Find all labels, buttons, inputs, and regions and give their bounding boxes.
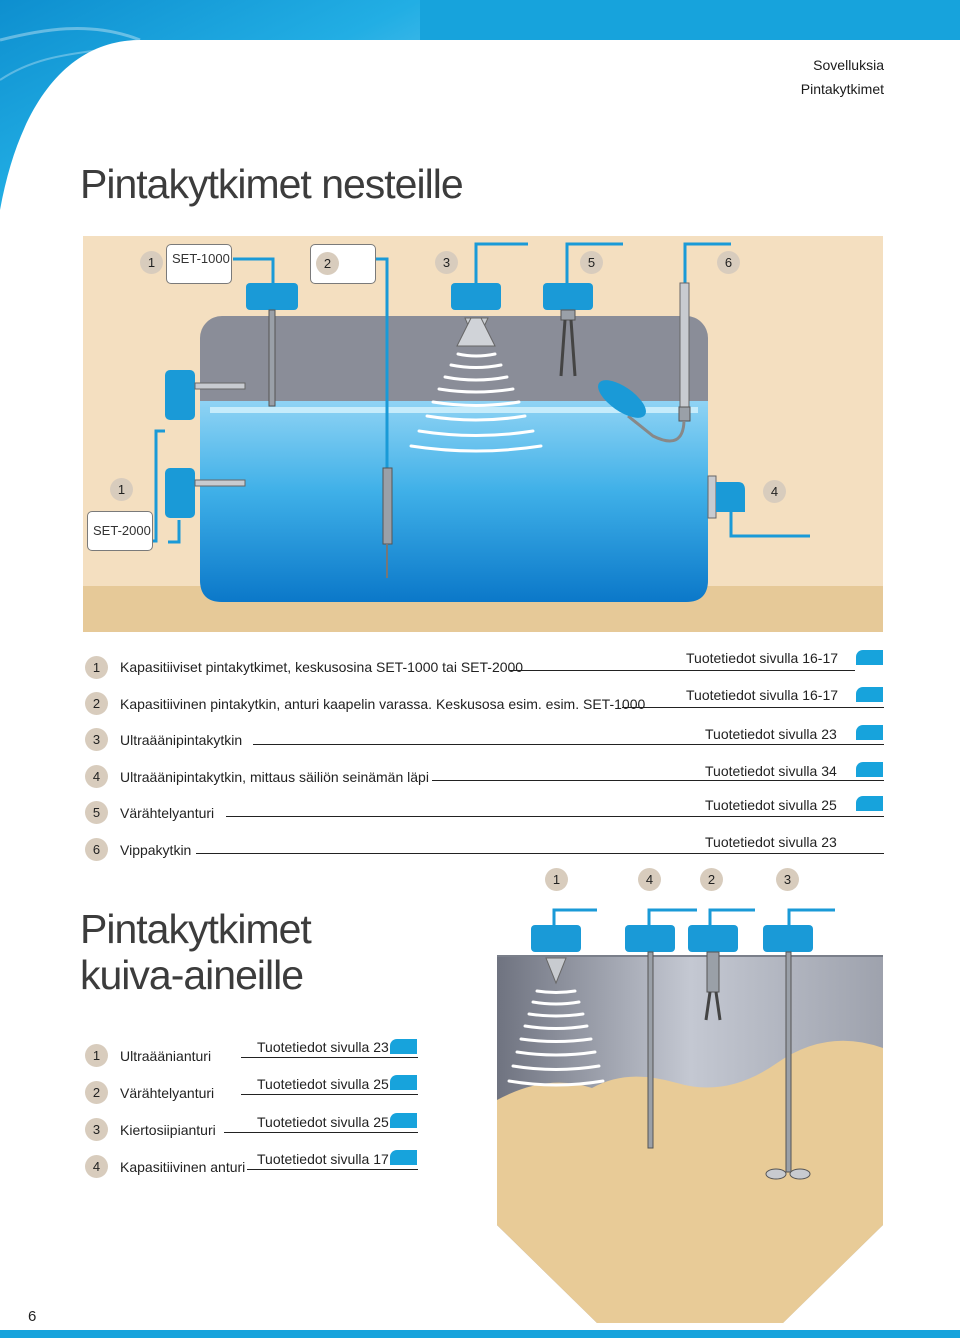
list-item-text: Kapasitiivinen pintakytkin, anturi kaape…	[120, 696, 646, 712]
liquids-tank-diagram	[83, 236, 883, 632]
page-tab-icon	[390, 1039, 417, 1054]
page-tab-icon	[856, 650, 883, 665]
leader-line	[241, 1057, 418, 1058]
diagram-badge-3: 3	[435, 251, 458, 274]
list-badge: 2	[85, 692, 108, 715]
solids-diagram-badge-3: 3	[776, 868, 799, 891]
list-badge: 4	[85, 765, 108, 788]
diagram-badge-side-4: 4	[763, 480, 786, 503]
list-item-ref: Tuotetiedot sivulla 16-17	[686, 687, 839, 703]
list-badge: 3	[85, 728, 108, 751]
list-badge: 4	[85, 1155, 108, 1178]
header-section: Sovelluksia	[813, 57, 884, 73]
leader-line	[510, 670, 855, 671]
list-item-text: Värähtelyanturi	[120, 805, 215, 821]
leader-line	[196, 853, 884, 854]
page-tab-icon	[390, 1150, 417, 1165]
list-item-ref: Tuotetiedot sivulla 25	[257, 1114, 389, 1130]
page-tab-icon	[390, 1075, 417, 1090]
diagram-badge-side-1: 1	[110, 478, 133, 501]
leader-line	[432, 780, 884, 781]
leader-line	[226, 816, 884, 817]
list-badge: 2	[85, 1081, 108, 1104]
diagram-badge-1: 1	[140, 251, 163, 274]
page-number: 6	[28, 1308, 37, 1325]
list-item-ref: Tuotetiedot sivulla 23	[257, 1039, 389, 1055]
diagram-badge-5: 5	[580, 251, 603, 274]
solids-diagram-badge-1: 1	[545, 868, 568, 891]
leader-line	[253, 744, 884, 745]
solids-title-line1: Pintakytkimet	[80, 906, 312, 952]
diagram-badge-6: 6	[717, 251, 740, 274]
list-item-ref: Tuotetiedot sivulla 25	[705, 797, 837, 813]
list-item-text: Ultraäänianturi	[120, 1048, 212, 1064]
list-badge: 1	[85, 656, 108, 679]
list-item-ref: Tuotetiedot sivulla 25	[257, 1076, 389, 1092]
list-badge: 5	[85, 801, 108, 824]
list-badge: 1	[85, 1044, 108, 1067]
list-item-text: Kapasitiivinen anturi	[120, 1159, 246, 1175]
diagram-badge-2: 2	[316, 252, 339, 275]
list-item-text: Kapasitiiviset pintakytkimet, keskusosin…	[120, 659, 524, 675]
solids-silo-diagram	[497, 908, 883, 1323]
leader-line	[241, 1094, 418, 1095]
list-item-ref: Tuotetiedot sivulla 23	[705, 834, 837, 850]
leader-line	[622, 707, 884, 708]
set1000-label: SET-1000	[172, 251, 230, 266]
page-tab-icon	[856, 796, 883, 811]
water-corner-graphic	[0, 0, 420, 210]
leader-line	[247, 1169, 418, 1170]
page-tab-icon	[856, 762, 883, 777]
list-item-ref: Tuotetiedot sivulla 23	[705, 726, 837, 742]
list-item-text: Ultraäänipintakytkin, mittaus säiliön se…	[120, 769, 429, 785]
solids-diagram-badge-2: 2	[700, 868, 723, 891]
page-tab-icon	[856, 687, 883, 702]
page-tab-icon	[390, 1113, 417, 1128]
label-box-2: 2	[310, 244, 376, 284]
header-subsection: Pintakytkimet	[800, 81, 884, 97]
leader-line	[224, 1132, 418, 1133]
list-item-ref: Tuotetiedot sivulla 34	[705, 763, 837, 779]
solids-title-line2: kuiva-aineille	[80, 952, 304, 998]
list-item-text: Vippakytkin	[120, 842, 192, 858]
list-badge: 3	[85, 1118, 108, 1141]
page-tab-icon	[856, 725, 883, 740]
list-item-text: Kiertosiipianturi	[120, 1122, 216, 1138]
list-item-text: Värähtelyanturi	[120, 1085, 215, 1101]
solids-diagram-badge-4: 4	[638, 868, 661, 891]
list-badge: 6	[85, 838, 108, 861]
list-item-text: Ultraäänipintakytkin	[120, 732, 243, 748]
set2000-box: SET-2000	[87, 511, 153, 551]
set2000-label: SET-2000	[93, 523, 151, 538]
list-item-ref: Tuotetiedot sivulla 16-17	[686, 650, 839, 666]
list-item-ref: Tuotetiedot sivulla 17	[257, 1151, 389, 1167]
liquids-title: Pintakytkimet nesteille	[80, 161, 464, 207]
set1000-box: SET-1000	[166, 244, 232, 284]
bottom-accent-bar	[0, 1330, 960, 1338]
